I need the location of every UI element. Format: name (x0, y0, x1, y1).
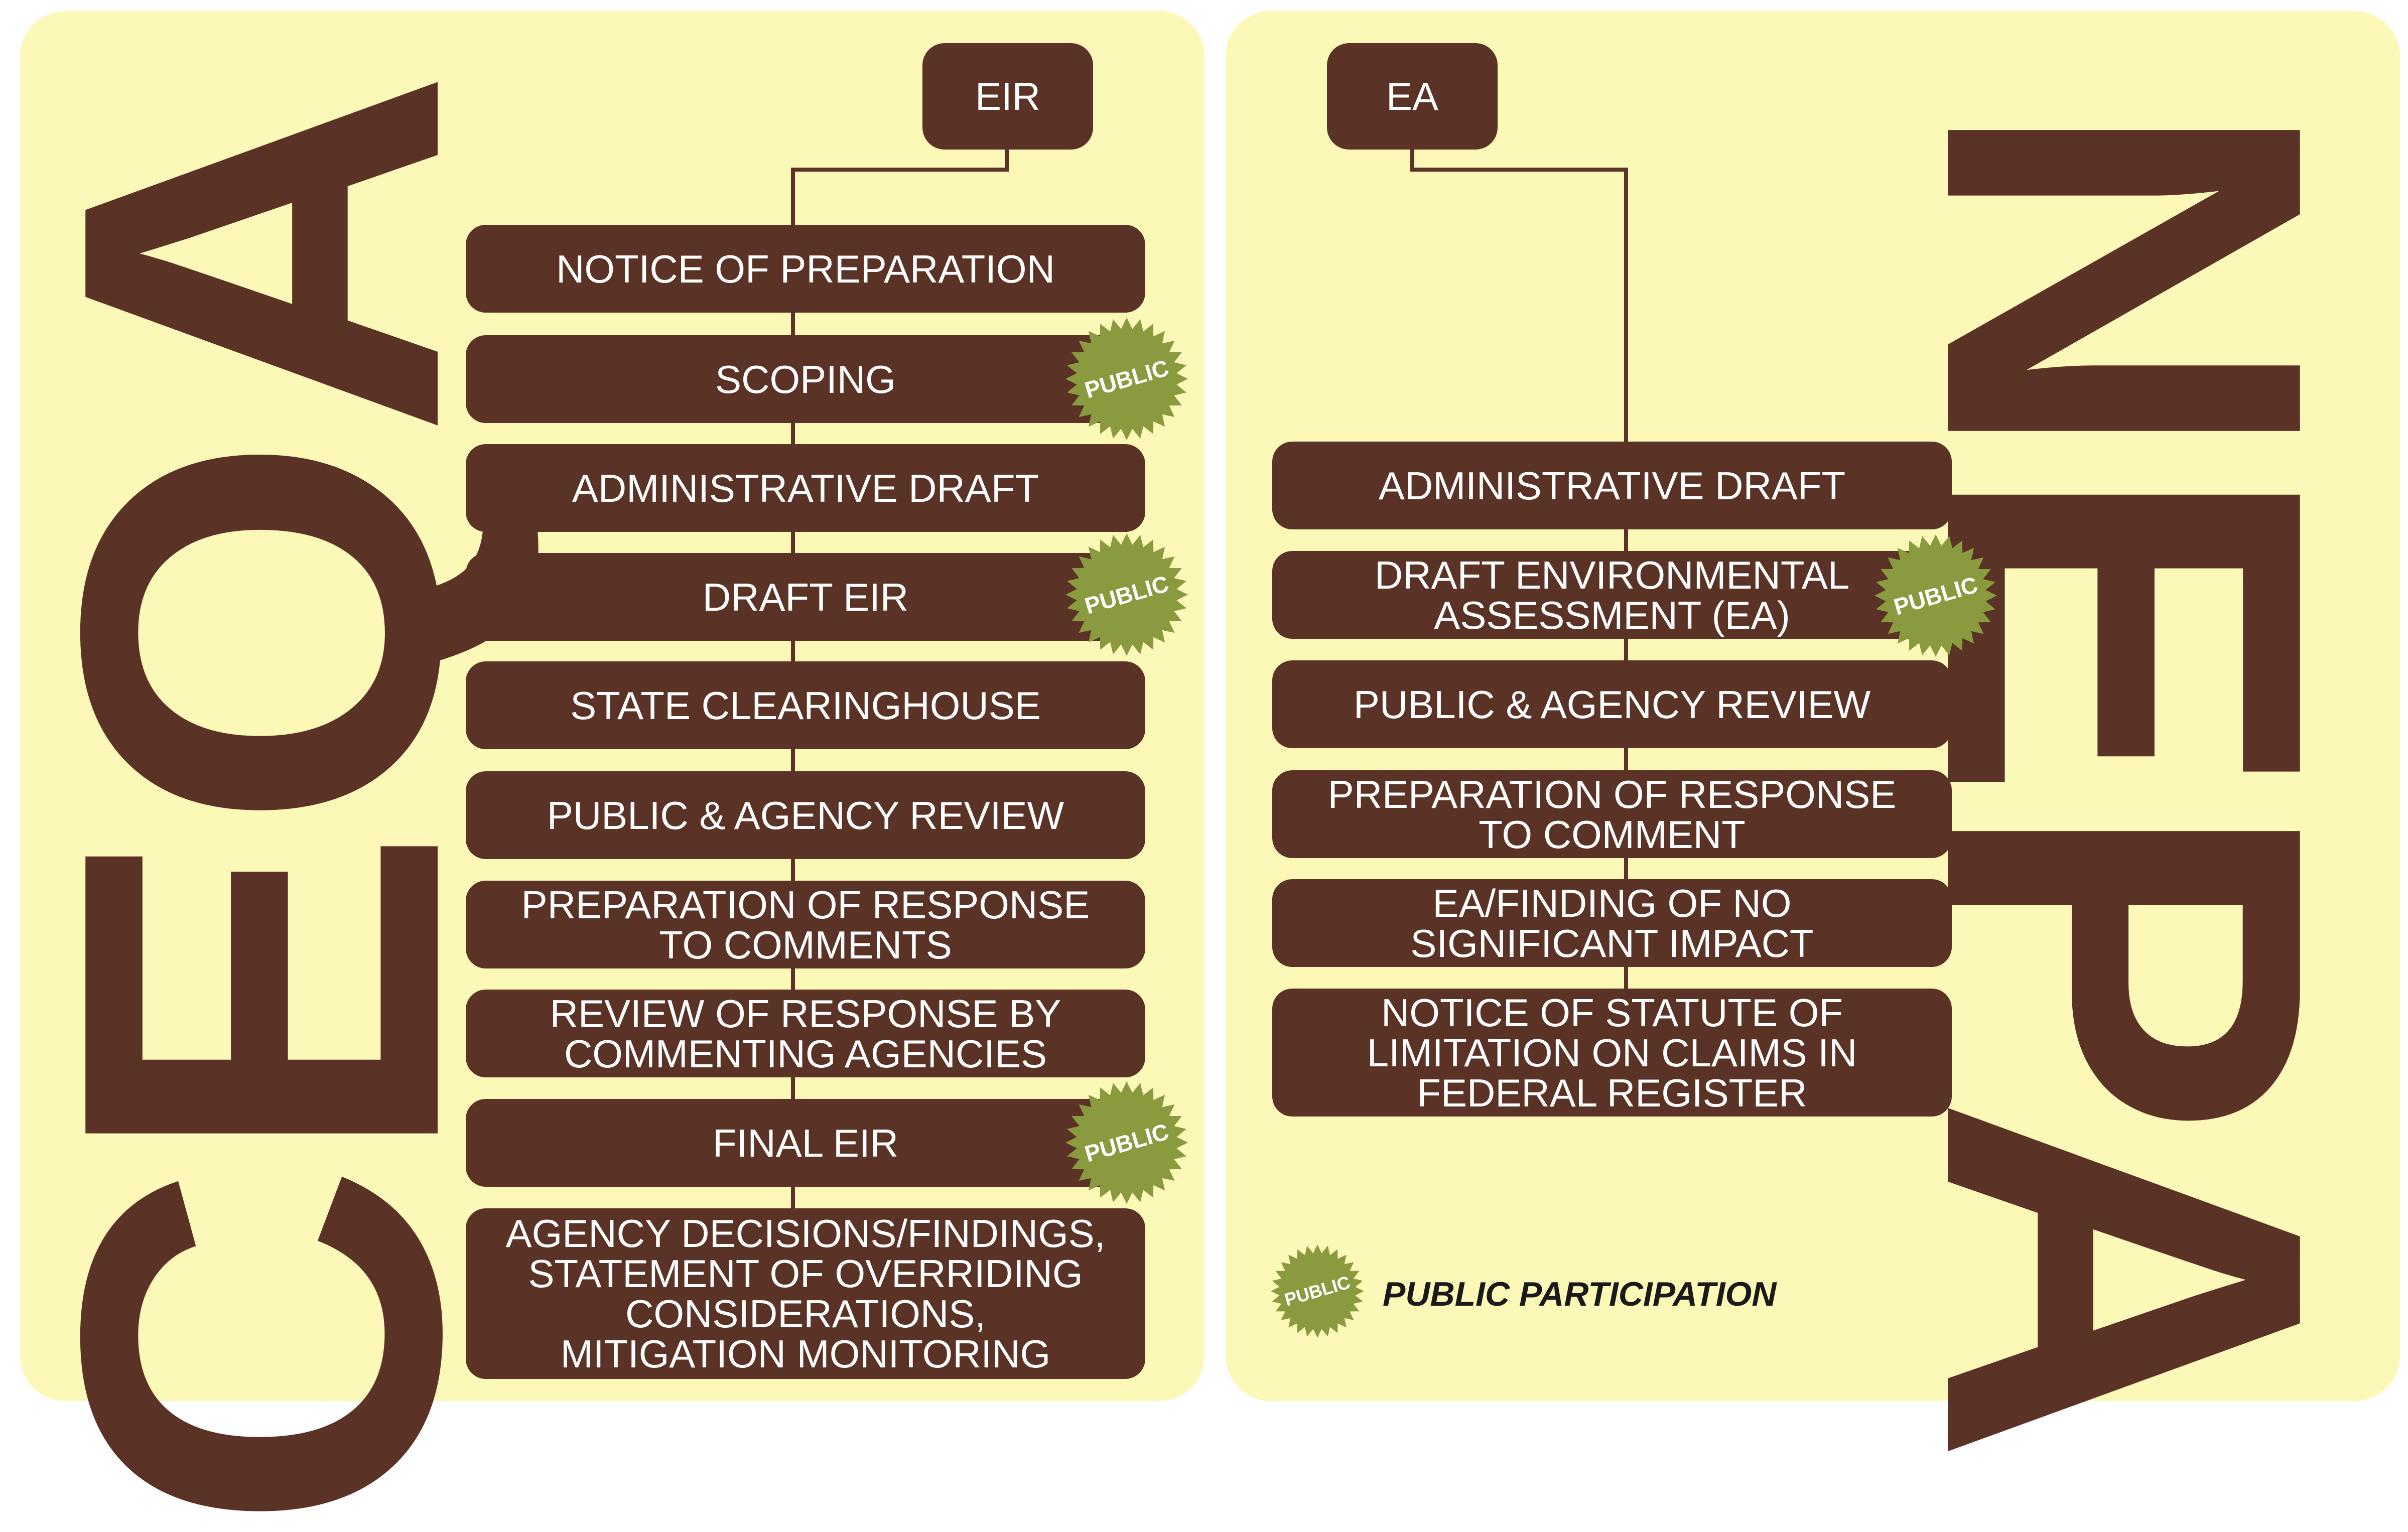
ceqa-step-final-eir: FINAL EIR (466, 1099, 1145, 1187)
ceqa-step-label: REVIEW OF RESPONSE BY COMMENTING AGENCIE… (550, 991, 1061, 1076)
ceqa-step-label: SCOPING (715, 357, 896, 401)
nepa-ea-label: EA (1386, 74, 1439, 118)
public-badge-scoping: PUBLIC (1064, 316, 1189, 442)
starburst-shape (1271, 1244, 1364, 1338)
nepa-step-notice-of-statute: NOTICE OF STATUTE OF LIMITATION ON CLAIM… (1272, 989, 1952, 1117)
starburst-icon (1875, 534, 1997, 657)
ceqa-step-label: DRAFT EIR (702, 575, 909, 619)
legend-public-badge: PUBLIC (1270, 1243, 1365, 1339)
ceqa-connector-horizontal (791, 168, 1009, 172)
starburst-shape (1875, 534, 1997, 657)
nepa-step-label: EA/FINDING OF NO SIGNIFICANT IMPACT (1410, 881, 1814, 965)
nepa-connector-spine (1624, 168, 1628, 1111)
starburst-shape (1065, 1081, 1188, 1204)
ceqa-step-state-clearinghouse: STATE CLEARINGHOUSE (466, 661, 1145, 749)
ceqa-step-agency-decisions: AGENCY DECISIONS/FINDINGS, STATEMENT OF … (466, 1208, 1145, 1379)
nepa-ea-box: EA (1327, 43, 1498, 150)
public-badge-final-eir: PUBLIC (1064, 1080, 1189, 1205)
ceqa-step-preparation-of-response: PREPARATION OF RESPONSE TO COMMENTS (466, 881, 1145, 968)
nepa-connector-horizontal (1410, 168, 1628, 172)
starburst-icon (1065, 1081, 1188, 1204)
public-badge-draft-eir: PUBLIC (1064, 532, 1189, 657)
ceqa-step-public-agency-review: PUBLIC & AGENCY REVIEW (466, 771, 1145, 859)
ceqa-step-scoping: SCOPING (466, 335, 1145, 423)
nepa-step-public-agency-review: PUBLIC & AGENCY REVIEW (1272, 660, 1952, 748)
ceqa-step-review-of-response: REVIEW OF RESPONSE BY COMMENTING AGENCIE… (466, 990, 1145, 1077)
legend-label: PUBLIC PARTICIPATION (1383, 1275, 1777, 1313)
nepa-step-label: DRAFT ENVIRONMENTAL ASSESSMENT (EA) (1374, 552, 1850, 637)
nepa-step-label: PUBLIC & AGENCY REVIEW (1353, 682, 1871, 727)
ceqa-step-label: ADMINISTRATIVE DRAFT (572, 466, 1039, 510)
ceqa-connector-down (1005, 149, 1009, 170)
nepa-connector-down (1410, 149, 1414, 170)
ceqa-step-label: NOTICE OF PREPARATION (556, 246, 1055, 291)
nepa-step-preparation-of-response: PREPARATION OF RESPONSE TO COMMENT (1272, 770, 1952, 858)
nepa-step-draft-ea: DRAFT ENVIRONMENTAL ASSESSMENT (EA) (1272, 551, 1952, 639)
ceqa-step-label: PUBLIC & AGENCY REVIEW (547, 793, 1064, 838)
ceqa-step-label: STATE CLEARINGHOUSE (570, 683, 1041, 728)
ceqa-eir-label: EIR (975, 74, 1041, 118)
ceqa-eir-box: EIR (922, 43, 1093, 150)
starburst-icon (1271, 1244, 1364, 1338)
starburst-icon (1065, 533, 1188, 656)
ceqa-step-label: AGENCY DECISIONS/FINDINGS, STATEMENT OF … (505, 1211, 1106, 1376)
public-badge-draft-ea: PUBLIC (1873, 533, 1998, 658)
starburst-shape (1065, 533, 1188, 656)
nepa-step-label: NOTICE OF STATUTE OF LIMITATION ON CLAIM… (1367, 990, 1857, 1115)
starburst-icon (1065, 318, 1188, 440)
ceqa-step-administrative-draft: ADMINISTRATIVE DRAFT (466, 444, 1145, 532)
nepa-step-administrative-draft: ADMINISTRATIVE DRAFT (1272, 442, 1952, 529)
ceqa-connector-spine (791, 168, 795, 1337)
ceqa-title: CEQA (0, 73, 547, 1532)
nepa-step-label: ADMINISTRATIVE DRAFT (1378, 463, 1846, 508)
nepa-step-finding-of-no-impact: EA/FINDING OF NO SIGNIFICANT IMPACT (1272, 879, 1952, 967)
starburst-shape (1065, 318, 1188, 440)
ceqa-step-notice-of-preparation: NOTICE OF PREPARATION (466, 225, 1145, 313)
ceqa-step-label: FINAL EIR (713, 1121, 898, 1165)
ceqa-step-draft-eir: DRAFT EIR (466, 553, 1145, 641)
ceqa-step-label: PREPARATION OF RESPONSE TO COMMENTS (521, 882, 1090, 967)
nepa-step-label: PREPARATION OF RESPONSE TO COMMENT (1327, 772, 1897, 857)
